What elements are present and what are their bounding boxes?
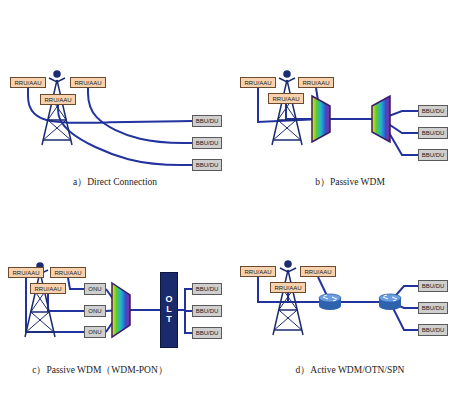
router-icon: [319, 294, 341, 310]
bbu-box: BBU/DU: [192, 283, 222, 295]
rru-box: RRU/AAU: [8, 267, 44, 278]
panel-caption: b）Passive WDM: [315, 176, 385, 189]
box-label: BBU/DU: [196, 140, 219, 146]
box-label: OLT: [165, 295, 174, 325]
box-label: BBU/DU: [196, 162, 219, 168]
rru-box: RRU/AAU: [50, 267, 86, 278]
fiber-link: [48, 294, 84, 311]
wdm-mux: [112, 283, 130, 337]
fiber-link: [178, 289, 192, 310]
box-label: RRU/AAU: [244, 80, 271, 86]
wdm-demux: [372, 96, 390, 142]
onu-box: ONU: [84, 283, 106, 295]
cell-tower: [273, 261, 303, 335]
box-label: BBU/DU: [196, 118, 219, 124]
bbu-box: BBU/DU: [418, 280, 448, 292]
fiber-link: [286, 104, 418, 155]
rru-box: RRU/AAU: [10, 77, 46, 88]
box-label: ONU: [88, 308, 101, 314]
cell-tower: [42, 71, 72, 145]
olt-box: OLT: [160, 272, 178, 348]
rru-box: RRU/AAU: [240, 266, 276, 277]
fiber-link: [316, 88, 418, 133]
box-label: BBU/DU: [422, 130, 445, 136]
box-label: BBU/DU: [422, 283, 445, 289]
fiber-link: [28, 88, 192, 123]
box-label: BBU/DU: [422, 108, 445, 114]
box-label: BBU/DU: [422, 305, 445, 311]
bbu-box: BBU/DU: [192, 159, 222, 171]
bbu-box: BBU/DU: [418, 149, 448, 161]
fiber-link: [88, 88, 192, 143]
router-icon: [379, 294, 401, 310]
fiber-link: [178, 310, 192, 333]
box-label: RRU/AAU: [244, 269, 271, 275]
panel-caption: c）Passive WDM（WDM-PON）: [32, 364, 168, 377]
box-label: RRU/AAU: [302, 80, 329, 86]
fiber-link: [288, 293, 418, 330]
rru-box: RRU/AAU: [270, 282, 306, 293]
bbu-box: BBU/DU: [418, 324, 448, 336]
bbu-box: BBU/DU: [418, 127, 448, 139]
rru-box: RRU/AAU: [268, 93, 304, 104]
rru-box: RRU/AAU: [30, 283, 66, 294]
box-label: RRU/AAU: [44, 97, 71, 103]
box-label: BBU/DU: [196, 286, 219, 292]
rru-box: RRU/AAU: [40, 94, 76, 105]
box-label: RRU/AAU: [14, 80, 41, 86]
panel-caption: d）Active WDM/OTN/SPN: [296, 364, 405, 377]
box-label: RRU/AAU: [272, 96, 299, 102]
bbu-box: BBU/DU: [192, 327, 222, 339]
rru-box: RRU/AAU: [300, 266, 336, 277]
panel-caption: a）Direct Connection: [73, 176, 157, 189]
box-label: RRU/AAU: [12, 270, 39, 276]
wdm-mux: [312, 96, 330, 142]
bbu-box: BBU/DU: [418, 105, 448, 117]
box-label: BBU/DU: [196, 308, 219, 314]
box-label: RRU/AAU: [74, 80, 101, 86]
rru-box: RRU/AAU: [240, 77, 276, 88]
onu-box: ONU: [84, 326, 106, 338]
bbu-box: BBU/DU: [192, 115, 222, 127]
box-label: RRU/AAU: [54, 270, 81, 276]
rru-box: RRU/AAU: [70, 77, 106, 88]
box-label: ONU: [88, 286, 101, 292]
bbu-box: BBU/DU: [192, 305, 222, 317]
bbu-box: BBU/DU: [418, 302, 448, 314]
box-label: BBU/DU: [422, 327, 445, 333]
rru-box: RRU/AAU: [298, 77, 334, 88]
fiber-link: [26, 278, 84, 332]
box-label: RRU/AAU: [34, 286, 61, 292]
fiber-link: [58, 105, 192, 165]
bbu-box: BBU/DU: [192, 137, 222, 149]
box-label: BBU/DU: [196, 330, 219, 336]
fiber-link: [68, 278, 84, 289]
box-label: BBU/DU: [422, 152, 445, 158]
box-label: RRU/AAU: [274, 285, 301, 291]
box-label: ONU: [88, 329, 101, 335]
box-label: RRU/AAU: [304, 269, 331, 275]
onu-box: ONU: [84, 305, 106, 317]
